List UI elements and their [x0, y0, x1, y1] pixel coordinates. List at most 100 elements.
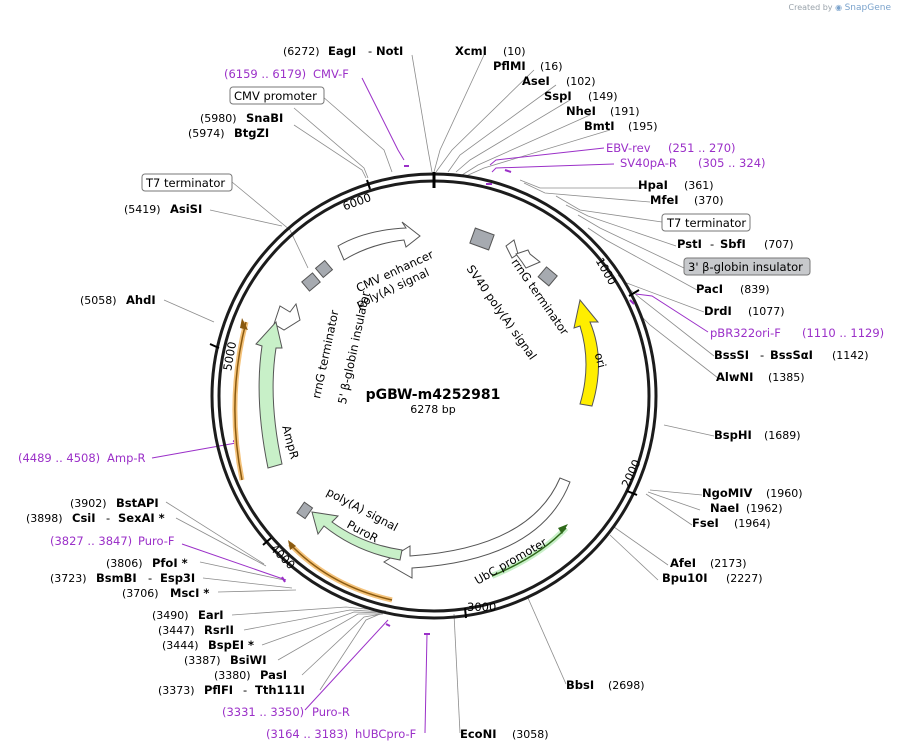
site-rsrii[interactable]: RsrII [204, 623, 234, 637]
site-bsssai[interactable]: BssSαI [770, 348, 813, 362]
site-pflmi[interactable]: PflMI [493, 59, 526, 73]
site-bpu10i-pos: (2227) [726, 572, 763, 585]
site-csii-pos: (3898) [26, 512, 63, 525]
globin-insulator-right-box[interactable] [537, 266, 558, 287]
cmv-promoter-box[interactable] [229, 86, 325, 105]
cmv-promoter-label: CMV promoter [234, 89, 317, 103]
plasmid-size: 6278 bp [410, 403, 455, 416]
site-bsssi-pos: (1142) [832, 349, 869, 362]
site-eari[interactable]: EarI [198, 608, 224, 622]
site-bbsi-pos: (2698) [608, 679, 645, 692]
site-drdi[interactable]: DrdI [704, 304, 732, 318]
site-hpai-pos: (361) [684, 179, 714, 192]
site-ngomiv[interactable]: NgoMIV [702, 486, 752, 500]
site-mfei[interactable]: MfeI [650, 193, 679, 207]
rrng-terminator-right-small[interactable] [505, 239, 519, 259]
site-pflmi-pos: (16) [540, 60, 563, 73]
primer-puror-range: (3331 .. 3350) [222, 705, 304, 719]
site-bsssi[interactable]: BssSI [714, 348, 749, 362]
site-paci-pos: (839) [740, 283, 770, 296]
t7-terminator-left-box[interactable] [141, 173, 233, 192]
site-afei[interactable]: AfeI [670, 556, 696, 570]
site-btgzi-pos: (5974) [188, 127, 225, 140]
site-rsrii-pos: (3447) [158, 624, 195, 637]
cmv-polya-box[interactable] [314, 259, 334, 279]
primer-purof[interactable]: Puro-F [138, 534, 175, 548]
site-snabi-pos: (5980) [200, 112, 237, 125]
snapgene-credit: Created by ◉ SnapGene [789, 3, 892, 13]
site-pasi[interactable]: PasI [260, 668, 287, 682]
site-nhei[interactable]: NheI [566, 104, 596, 118]
site-separator-5: - [148, 571, 152, 585]
site-bsmbi-pos: (3723) [50, 572, 87, 585]
site-sexai[interactable]: SexAI * [118, 511, 165, 525]
polya-bottom-box[interactable] [296, 501, 314, 520]
site-esp3i[interactable]: Esp3I [160, 571, 195, 585]
puro-primer-line [289, 543, 393, 601]
primer-ebvrev[interactable]: EBV-rev [606, 141, 651, 155]
site-hpai[interactable]: HpaI [638, 178, 668, 192]
site-econi[interactable]: EcoNI [460, 727, 496, 741]
site-ahdi[interactable]: AhdI [126, 293, 156, 307]
site-bsmbi[interactable]: BsmBI [96, 571, 137, 585]
site-bstapi[interactable]: BstAPI [116, 496, 159, 510]
t7-terminator-right-box[interactable] [661, 213, 751, 232]
primer-hubc[interactable]: hUBCpro-F [355, 727, 416, 741]
site-sspi[interactable]: SspI [544, 89, 572, 103]
ori-arrow[interactable] [573, 298, 600, 407]
site-snabi[interactable]: SnaBI [246, 111, 283, 125]
cmv-enhancer-arrow[interactable] [337, 221, 421, 261]
rrng-terminator-left-arrow[interactable] [273, 302, 301, 331]
site-paci[interactable]: PacI [696, 282, 723, 296]
site-separator-3: - [760, 348, 764, 362]
site-eagi-pos: (6272) [283, 45, 320, 58]
primer-sv40par[interactable]: SV40pA-R [620, 156, 677, 170]
site-btgzi[interactable]: BtgZI [234, 126, 269, 140]
site-eagi[interactable]: EagI [328, 44, 356, 58]
ampr-primer-line [234, 321, 247, 481]
primer-marks [232, 165, 635, 635]
site-bsphi[interactable]: BspHI [714, 428, 752, 442]
sv40-polya-box[interactable] [469, 227, 495, 251]
primer-pbr322-range: (1110 .. 1129) [802, 326, 884, 340]
site-fsei-pos: (1964) [734, 517, 771, 530]
site-drdi-pos: (1077) [748, 305, 785, 318]
ampr-arrow[interactable] [255, 320, 283, 469]
site-pfoi-pos: (3806) [106, 557, 143, 570]
primer-pbr322[interactable]: pBR322ori-F [710, 326, 781, 340]
snapgene-logo-icon: ◉ [835, 3, 843, 12]
site-tth111i[interactable]: Tth111I [255, 683, 305, 697]
site-sbfi[interactable]: SbfI [720, 237, 746, 251]
site-pflfi[interactable]: PflFI [204, 683, 233, 697]
rrng-terminator-right-arrow[interactable] [515, 249, 541, 269]
primer-cmvf[interactable]: CMV-F [313, 67, 349, 81]
globin-insulator-right-label-box[interactable] [683, 257, 811, 276]
site-noti[interactable]: NotI [376, 44, 403, 58]
site-alwni[interactable]: AlwNI [716, 370, 753, 384]
site-naei-pos: (1962) [746, 502, 783, 515]
site-bsiwi[interactable]: BsiWI [230, 653, 267, 667]
site-bbsi[interactable]: BbsI [566, 678, 594, 692]
site-msci[interactable]: MscI * [170, 586, 209, 600]
site-bpu10i[interactable]: Bpu10I [662, 571, 707, 585]
feature-rrng-left: rrnG terminator [309, 309, 341, 400]
scale-ticks [209, 179, 640, 619]
puror-arrow[interactable] [311, 511, 403, 561]
site-asei[interactable]: AseI [522, 74, 550, 88]
site-asisi[interactable]: AsiSI [170, 202, 202, 216]
site-naei[interactable]: NaeI [710, 501, 739, 515]
site-xcmi[interactable]: XcmI [455, 44, 487, 58]
site-pfoi[interactable]: PfoI * [152, 556, 188, 570]
primer-ampr[interactable]: Amp-R [107, 451, 146, 465]
ubc-promoter-arrow[interactable] [383, 477, 571, 579]
site-xcmi-pos: (10) [503, 45, 526, 58]
site-bspei[interactable]: BspEI * [208, 638, 254, 652]
t7-terminator-box-left[interactable] [301, 272, 321, 292]
site-fsei[interactable]: FseI [692, 516, 719, 530]
site-asisi-pos: (5419) [124, 203, 161, 216]
site-psti[interactable]: PstI [677, 237, 702, 251]
site-csii[interactable]: CsiI [72, 511, 96, 525]
primer-puror[interactable]: Puro-R [312, 705, 350, 719]
tick-3000: 3000 [467, 600, 496, 614]
site-bmti[interactable]: BmtI [584, 119, 615, 133]
